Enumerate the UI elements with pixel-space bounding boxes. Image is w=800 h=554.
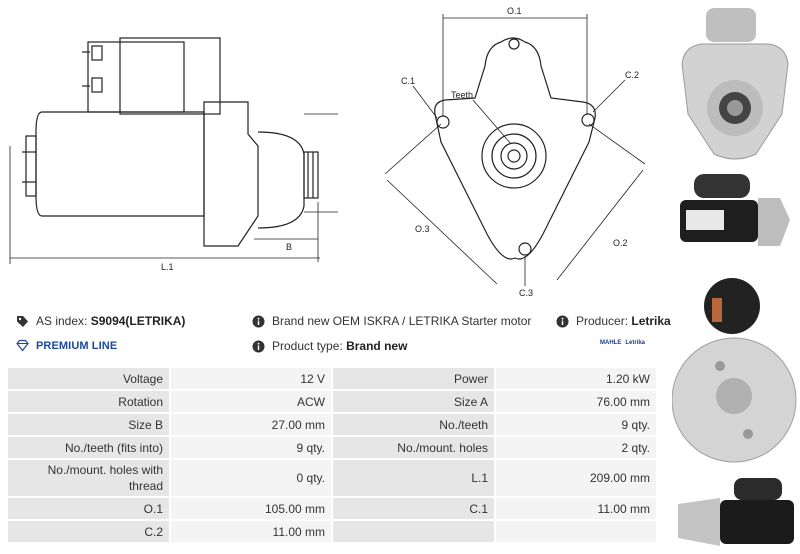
table-row: Rotation ACW Size A 76.00 mm (8, 391, 658, 414)
premium-line-label: PREMIUM LINE (36, 339, 118, 352)
producer-value: Letrika (631, 314, 671, 328)
spec-label: No./mount. holes (333, 437, 496, 460)
info-icon (556, 315, 569, 327)
spec-label: Voltage (8, 368, 171, 391)
product-type-label: Product type: (272, 339, 343, 353)
spec-value: 9 qty. (171, 437, 333, 460)
dim-label-c3: C.3 (519, 288, 533, 298)
spec-label: Size B (8, 414, 171, 437)
spec-label: Size A (333, 391, 496, 414)
dim-label-o3: O.3 (415, 224, 430, 234)
description: Brand new OEM ISKRA / LETRIKA Starter mo… (252, 314, 531, 328)
spec-value (496, 521, 658, 544)
dim-label-l1: L.1 (161, 262, 174, 272)
letrika-logo: Letrika (625, 340, 646, 346)
spec-label: No./mount. holes with thread (8, 460, 171, 498)
spec-value: 105.00 mm (171, 498, 333, 521)
dim-label-c2: C.2 (625, 70, 639, 80)
product-photo-front[interactable] (672, 4, 798, 164)
spec-value: 2 qty. (496, 437, 658, 460)
table-row: C.2 11.00 mm (8, 521, 658, 544)
spec-label: No./teeth (fits into) (8, 437, 171, 460)
spec-label: C.1 (333, 498, 496, 521)
spec-value: 76.00 mm (496, 391, 658, 414)
spec-value: 12 V (171, 368, 333, 391)
info-icon (252, 340, 265, 352)
front-view-drawing: O.1 C.1 C.2 Teeth O.3 O.2 C.3 (384, 6, 646, 298)
table-row: Size B 27.00 mm No./teeth 9 qty. (8, 414, 658, 437)
dim-label-teeth: Teeth (451, 90, 473, 100)
spec-label (333, 521, 496, 544)
spec-value: 27.00 mm (171, 414, 333, 437)
product-type-value: Brand new (346, 339, 408, 353)
dim-label-c1: C.1 (401, 76, 415, 86)
spec-value: 11.00 mm (171, 521, 333, 544)
producer-label: Producer: (576, 314, 629, 328)
product-photo-rear[interactable] (672, 272, 798, 472)
product-photos (668, 0, 800, 554)
product-info: AS index: S9094(LETRIKA) Brand new OEM I… (0, 308, 671, 358)
spec-value: 11.00 mm (496, 498, 658, 521)
info-icon (252, 315, 265, 327)
mahle-logo: MAHLE (600, 340, 622, 346)
dim-label-o1: O.1 (507, 6, 522, 16)
brand-logos: MAHLE Letrika (600, 340, 645, 346)
tag-icon (17, 315, 28, 327)
diamond-icon (16, 339, 29, 352)
spec-label: C.2 (8, 521, 171, 544)
spec-label: L.1 (333, 460, 496, 498)
premium-line: PREMIUM LINE (16, 339, 117, 352)
spec-value: ACW (171, 391, 333, 414)
spec-value: 209.00 mm (496, 460, 658, 498)
dim-label-b: B (286, 242, 292, 252)
side-view-drawing: A B L.1 (9, 37, 338, 272)
table-row: No./teeth (fits into) 9 qty. No./mount. … (8, 437, 658, 460)
spec-value: 1.20 kW (496, 368, 658, 391)
product-photo-side[interactable] (672, 168, 798, 266)
spec-value: 9 qty. (496, 414, 658, 437)
description-text: Brand new OEM ISKRA / LETRIKA Starter mo… (272, 314, 532, 328)
as-index: AS index: S9094(LETRIKA) (16, 314, 185, 328)
dim-label-o2: O.2 (613, 238, 628, 248)
producer: Producer: Letrika (556, 314, 671, 328)
table-row: Voltage 12 V Power 1.20 kW (8, 368, 658, 391)
product-type: Product type: Brand new (252, 339, 407, 353)
spec-table: Voltage 12 V Power 1.20 kW Rotation ACW … (8, 368, 658, 544)
spec-label: Rotation (8, 391, 171, 414)
as-index-value: S9094(LETRIKA) (90, 314, 186, 328)
spec-value: 0 qty. (171, 460, 333, 498)
spec-label: No./teeth (333, 414, 496, 437)
table-row: No./mount. holes with thread 0 qty. L.1 … (8, 460, 658, 498)
spec-label: Power (333, 368, 496, 391)
table-row: O.1 105.00 mm C.1 11.00 mm (8, 498, 658, 521)
as-index-label: AS index: (36, 314, 88, 328)
spec-label: O.1 (8, 498, 171, 521)
product-photo-assembly[interactable] (672, 474, 798, 552)
